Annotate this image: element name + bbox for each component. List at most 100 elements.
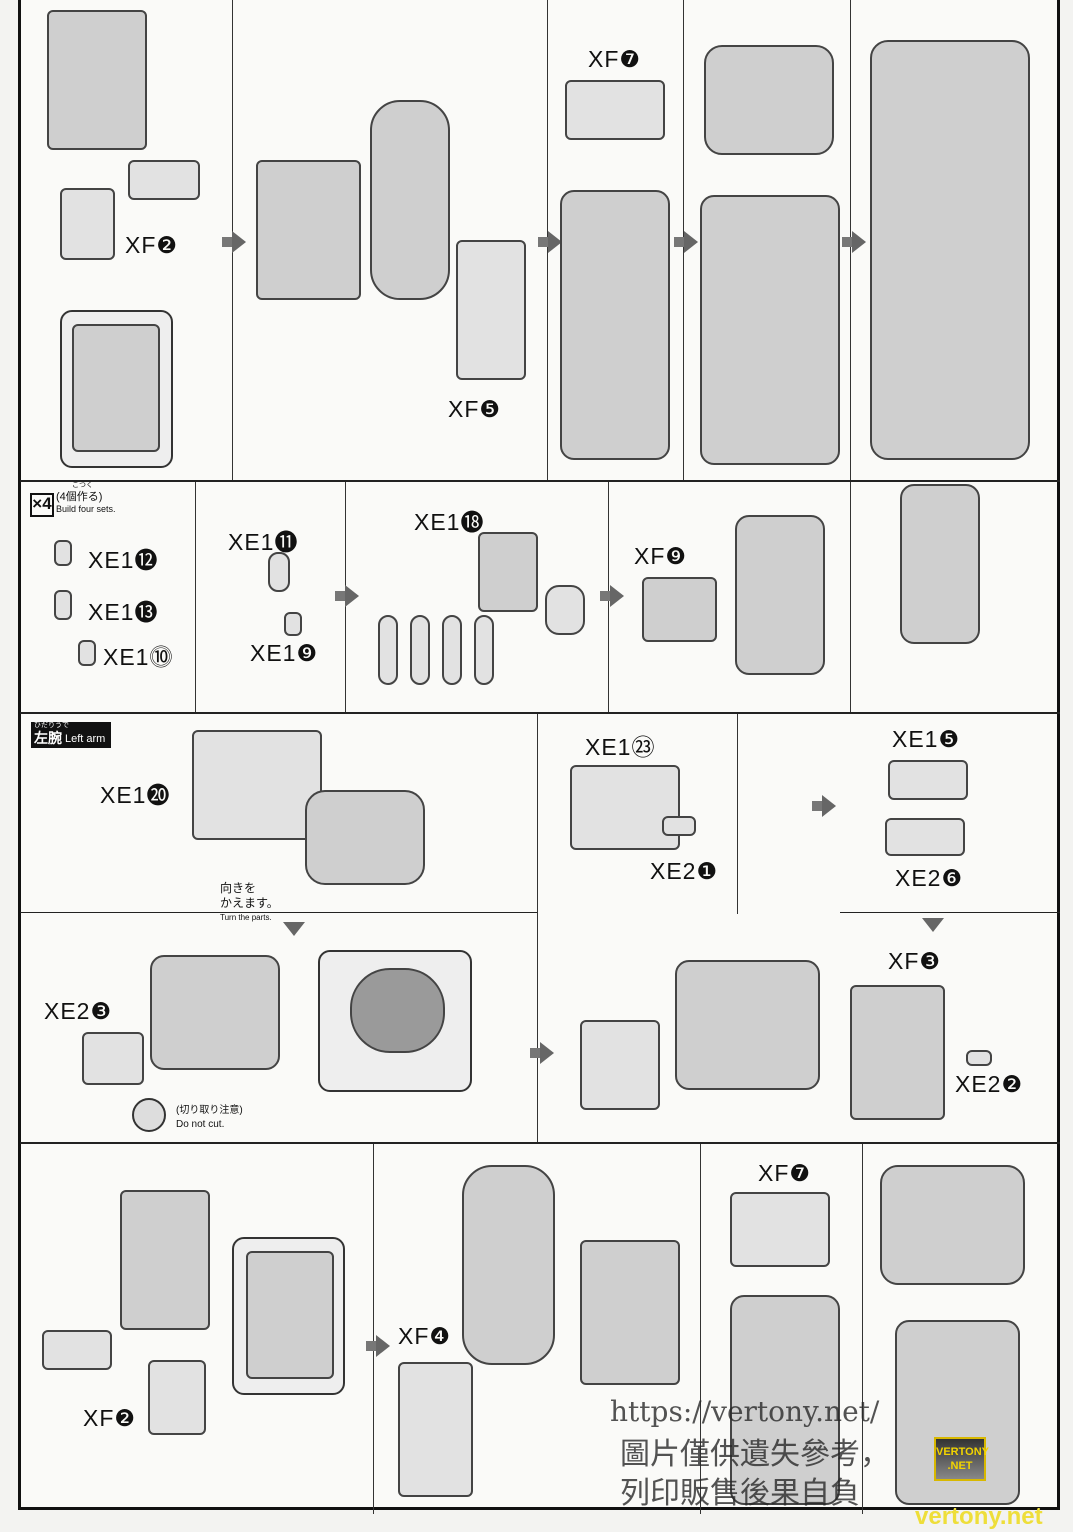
finger-part: [54, 540, 72, 566]
part-label: XF❼: [588, 46, 642, 72]
cover-part: [82, 1032, 144, 1085]
divider: [862, 1144, 863, 1514]
build-count-jp: (4個作る): [56, 491, 103, 503]
step-arrow: [335, 585, 359, 607]
arm-assembly: [700, 195, 840, 465]
turn-note-en: Turn the parts.: [220, 913, 272, 922]
divider: [20, 912, 537, 913]
part-label: XF❺: [448, 396, 502, 422]
step-arrow: [674, 231, 698, 253]
joint-part: [370, 100, 450, 300]
turn-note-jp: 向きを: [220, 881, 257, 895]
hand-assembly-complete: [900, 484, 980, 644]
shoulder-armor-part: [704, 45, 834, 155]
small-part: [662, 816, 696, 836]
vertony-logo: VERTONY .NET: [934, 1437, 989, 1481]
part-label: XE1⓭: [88, 599, 159, 625]
hand-frame-part: [478, 532, 538, 612]
section-header: ひだりうで 左腕 Left arm: [31, 722, 111, 748]
turn-note-jp: かえます。: [220, 896, 279, 910]
section-ruby: ひだりうで: [34, 722, 69, 729]
finger-part: [284, 612, 302, 636]
part-label: XE1⓫: [228, 529, 299, 555]
arm-assembly-complete: [870, 40, 1030, 460]
part-label: XE2❻: [895, 865, 964, 891]
step-arrow: [530, 1042, 554, 1064]
divider: [20, 1142, 1060, 1144]
cover-part: [580, 1020, 660, 1110]
vent-part: [148, 1360, 206, 1435]
part-label: XE2❷: [955, 1071, 1024, 1097]
part-label: XE1㉓: [585, 734, 656, 760]
no-cut-jp: (切り取り注意): [176, 1105, 243, 1116]
divider: [537, 714, 538, 1142]
step-arrow: [538, 231, 562, 253]
section-title-en: Left arm: [65, 733, 106, 745]
torso-part: [120, 1190, 210, 1330]
part-label: XE1⓬: [88, 547, 159, 573]
part-label: XF❷: [125, 232, 179, 258]
part-label: XE1⓴: [100, 782, 171, 808]
finger-part: [410, 615, 430, 685]
build-count-en: Build four sets.: [56, 504, 116, 514]
thumb-part: [545, 585, 585, 635]
arm-assembly: [730, 1295, 840, 1505]
down-arrow: [922, 918, 944, 932]
detail-inset: [232, 1237, 345, 1395]
small-part: [128, 160, 200, 200]
finger-part: [442, 615, 462, 685]
no-cut-en: Do not cut.: [176, 1119, 225, 1130]
step-arrow: [842, 231, 866, 253]
divider: [373, 1144, 374, 1514]
detail-inset: [60, 310, 173, 468]
part-label: XF❹: [398, 1323, 452, 1349]
shoulder-armor-part: [880, 1165, 1025, 1285]
vent-part: [60, 188, 115, 260]
hand-assembly: [735, 515, 825, 675]
step-arrow: [600, 585, 624, 607]
watermark-url: https://vertony.net/: [610, 1395, 880, 1428]
divider: [20, 712, 1060, 714]
finger-part: [378, 615, 398, 685]
arm-assembly: [560, 190, 670, 460]
part-label: XF❼: [758, 1160, 812, 1186]
part-label: XE2❶: [650, 858, 719, 884]
part-label: XF❾: [634, 543, 688, 569]
part-label: XE1⓲: [414, 509, 485, 535]
shoulder-part: [850, 985, 945, 1120]
finger-part: [54, 590, 72, 620]
plate-part: [570, 765, 680, 850]
divider: [20, 480, 1060, 482]
count-badge: ×4: [30, 493, 54, 517]
part-label: XF❷: [83, 1405, 137, 1431]
cover-part: [398, 1362, 473, 1497]
step-arrow: [812, 795, 836, 817]
down-arrow: [283, 922, 305, 936]
finger-part: [268, 552, 290, 592]
part-label: XE1⓾: [103, 644, 174, 670]
shoulder-part: [730, 1192, 830, 1267]
divider: [737, 714, 738, 914]
socket-part: [885, 818, 965, 856]
shoulder-part: [565, 80, 665, 140]
divider: [840, 912, 1060, 913]
finger-part: [78, 640, 96, 666]
ruby: こつく: [72, 482, 93, 489]
forearm-assembly: [675, 960, 820, 1090]
socket-part: [888, 760, 968, 800]
divider: [195, 482, 196, 712]
torso-part: [47, 10, 147, 150]
part-label: XE1❾: [250, 640, 319, 666]
no-cut-icon: [132, 1098, 166, 1132]
watermark-text: 圖片僅供遺失參考，: [620, 1437, 890, 1472]
detail-inset: [318, 950, 472, 1092]
watermark-text: 列印販售後果自負: [620, 1476, 860, 1511]
body-block-part: [256, 160, 361, 300]
cover-part: [456, 240, 526, 380]
arm-plate-part: [192, 730, 322, 840]
small-part: [42, 1330, 112, 1370]
section-title-jp: 左腕: [34, 730, 62, 746]
vertony-site-watermark: vertony.net: [915, 1503, 1043, 1530]
finger-part: [474, 615, 494, 685]
divider: [850, 482, 851, 712]
